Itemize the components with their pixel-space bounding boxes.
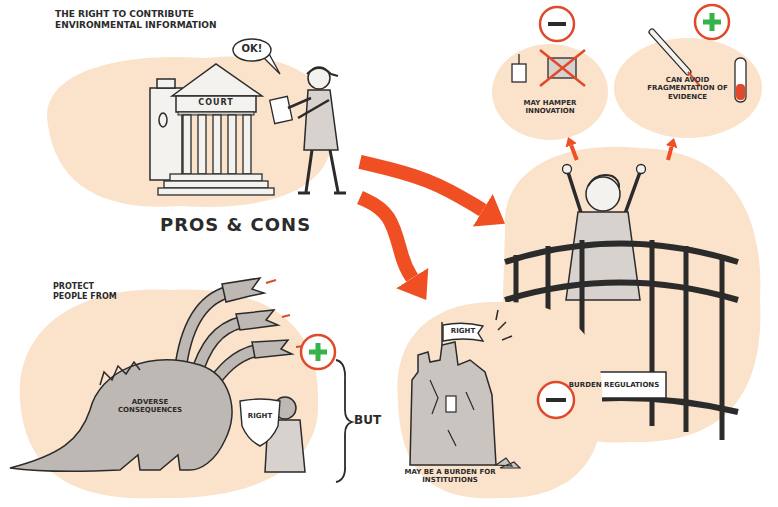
minus-badge	[538, 382, 574, 418]
con-item: MAY HAMPER INNOVATION	[495, 42, 605, 137]
court-pediment	[172, 64, 262, 96]
court-entablature	[176, 96, 256, 112]
shock-lines	[496, 310, 512, 340]
con-text: MAY HAMPER INNOVATION	[515, 99, 585, 116]
brace	[336, 360, 352, 482]
person-hand	[637, 165, 646, 174]
connector-word: BUT	[354, 413, 394, 427]
device-icon	[512, 64, 526, 82]
panel-blob	[614, 38, 762, 138]
shield-text: RIGHT	[238, 412, 282, 420]
panel-heading: PROTECT PEOPLE FROM	[53, 282, 123, 301]
panel-blob	[47, 56, 332, 207]
panel-blob	[502, 147, 760, 443]
dragon-head	[252, 340, 292, 358]
pro-text: CAN AVOID FRAGMENTATION OF EVIDENCE	[645, 76, 730, 101]
shield-outline	[240, 399, 280, 446]
person-legs	[306, 150, 338, 192]
paper-sheet	[270, 96, 293, 123]
small-arrow	[571, 145, 577, 160]
ellipse-outline	[233, 39, 271, 61]
tower-window	[446, 396, 456, 412]
big-arrow	[360, 162, 483, 210]
person-feet	[298, 192, 346, 195]
dragon-body-label: ADVERSE CONSEQUENCES	[105, 395, 195, 421]
tower-cracks	[430, 380, 474, 446]
dragon-head	[236, 310, 278, 330]
court-column	[213, 115, 221, 174]
dragon-fire	[266, 280, 304, 347]
court-building: COURT	[176, 96, 256, 112]
cross-out	[540, 50, 585, 86]
speech-text: OK!	[232, 43, 272, 55]
con-text: MAY BE A BURDEN FOR INSTITUTIONS	[395, 468, 505, 485]
plus-sign	[316, 343, 321, 361]
minus-badge	[540, 7, 574, 41]
syringe-icon	[652, 32, 688, 72]
court-step	[158, 188, 274, 195]
pro-item: CAN AVOID FRAGMENTATION OF EVIDENCE	[615, 38, 760, 138]
flag-outline	[443, 323, 483, 341]
minus-sign	[546, 398, 566, 402]
small-arrow	[668, 147, 672, 160]
panel-blob	[492, 44, 608, 140]
pro-panel: PROTECT PEOPLE FROM ADVERSE CONSEQUENCES R…	[15, 270, 315, 500]
plus-sign	[710, 13, 715, 31]
panel-heading: THE RIGHT TO CONTRIBUTE ENVIRONMENTAL IN…	[55, 9, 230, 31]
device-antenna	[518, 54, 519, 64]
flag-text: RIGHT	[444, 327, 482, 335]
sign-text: BURDEN REGULATIONS	[562, 381, 666, 389]
dragon-spikes	[100, 362, 140, 385]
big-arrow	[360, 198, 412, 279]
regulation-sign: BURDEN REGULATIONS	[505, 160, 755, 440]
rubble	[496, 458, 520, 468]
person-cap	[307, 68, 338, 76]
flag: RIGHT	[442, 322, 484, 344]
court-column	[183, 115, 191, 174]
plus-badge	[695, 5, 729, 39]
court-column	[198, 115, 206, 174]
con-panel: MAY BE A BURDEN FOR INSTITUTIONS RIGHT	[370, 300, 610, 500]
court-wing-roof	[157, 79, 175, 88]
shield-outline	[238, 398, 282, 448]
shield: RIGHT	[238, 398, 282, 448]
fence-rail	[505, 244, 738, 263]
test-tube	[735, 58, 746, 102]
syringe-icon	[652, 32, 688, 72]
ruined-tower	[410, 342, 496, 465]
court-step	[164, 181, 268, 188]
dragon-text: ADVERSE CONSEQUENCES	[105, 398, 195, 415]
dragon-head	[222, 278, 264, 302]
court-column	[243, 115, 251, 174]
test-tube-liquid	[736, 84, 745, 100]
dragon-body	[10, 360, 232, 471]
panel-group: THE RIGHT TO CONTRIBUTE ENVIRONMENTAL IN…	[40, 5, 360, 245]
building-name: COURT	[176, 98, 256, 108]
person-hair	[588, 175, 619, 188]
panel-caption: PROS & CONS	[160, 214, 350, 236]
speech-bubble: OK!	[232, 38, 272, 62]
court-step	[170, 174, 262, 181]
person-hand	[563, 165, 572, 174]
plus-badge	[301, 335, 335, 369]
court-column	[228, 115, 236, 174]
person-arms	[288, 98, 329, 118]
fence-rail	[505, 283, 738, 301]
minus-sign	[548, 22, 566, 26]
court-window	[159, 113, 167, 127]
